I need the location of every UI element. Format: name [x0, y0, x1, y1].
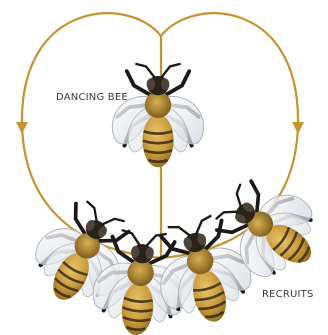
dancing-bee [112, 64, 203, 167]
left-direction-arrow [16, 122, 28, 134]
dancing-bee-label: DANCING BEE [56, 92, 128, 103]
right-direction-arrow [292, 122, 304, 134]
recruits-label: RECRUITS [262, 289, 314, 300]
